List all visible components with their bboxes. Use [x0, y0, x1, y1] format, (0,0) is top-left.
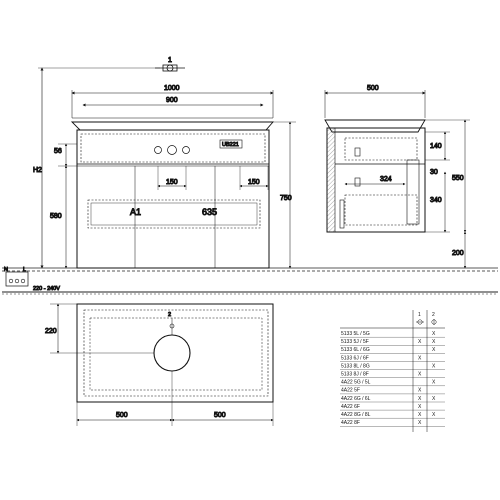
table-header-2-icon	[431, 319, 437, 325]
power-voltage-label: 220 - 240V	[33, 286, 60, 292]
front-view: 1 1000 900 UB221 A1 635 15	[33, 57, 296, 269]
plan-view: N L 220 - 240V 2 220 500 500	[4, 267, 274, 426]
floor-lines	[2, 267, 498, 295]
table-row-col2: X	[432, 380, 436, 386]
table-row-col2: X	[432, 339, 436, 345]
table-row-col1: X	[418, 412, 422, 418]
table-row-code: 5133 6L / 6G	[341, 347, 370, 353]
dim-a1: A1	[130, 207, 141, 217]
table-row-code: 4A22 6F	[341, 404, 360, 410]
table-row-col1: X	[418, 420, 422, 426]
side-dim-324: 324	[380, 176, 392, 183]
drain-label: 2	[168, 312, 171, 318]
table-row-code: 4A22 8G / 8L	[341, 412, 371, 418]
dim-750: 750	[280, 195, 292, 202]
table-row-col1: X	[418, 372, 422, 378]
table-header-2: 2	[432, 312, 435, 318]
plan-dim-220: 220	[45, 328, 57, 335]
plan-dim-500-left: 500	[116, 412, 128, 419]
side-dim-340: 340	[430, 197, 442, 204]
table-row-code: 4A22 6G / 6L	[341, 396, 371, 402]
side-dim-30: 30	[430, 169, 438, 176]
table-row-col1: X	[418, 396, 422, 402]
table-header-1-icon	[416, 319, 424, 325]
top-icon-label: 1	[168, 57, 172, 64]
table-row-col2: X	[432, 363, 436, 369]
table-header-1: 1	[418, 312, 421, 318]
dim-width-overall: 1000	[164, 85, 180, 92]
table-row-col2: X	[432, 331, 436, 337]
table-row-code: 5133 6J / 6F	[341, 355, 369, 361]
table-row-code: 4A22 8F	[341, 420, 360, 426]
side-dim-200: 200	[452, 250, 464, 257]
table-row-col2: X	[432, 412, 436, 418]
side-dim-140: 140	[430, 143, 442, 150]
power-socket-icon	[5, 271, 29, 287]
dim-h2: H2	[33, 167, 42, 174]
power-l-label: L	[23, 267, 26, 273]
dim-150-right: 150	[248, 179, 260, 186]
dim-635: 635	[202, 207, 217, 217]
side-view: 500 324 140 30 340 550 200	[324, 85, 470, 269]
table-row-col2: X	[432, 396, 436, 402]
dim-56: 56	[54, 148, 62, 155]
table-row-code: 4A22 5G / 5L	[341, 380, 371, 386]
table-row-code: 5133 8L / 8G	[341, 363, 370, 369]
table-row-code: 5133 8J / 8F	[341, 372, 369, 378]
side-dim-width: 500	[367, 85, 379, 92]
table-row-col1: X	[418, 339, 422, 345]
siphon-label: UB221	[222, 142, 239, 148]
table-row-col1: X	[418, 404, 422, 410]
dim-580: 580	[50, 213, 62, 220]
dim-width-inner: 900	[166, 97, 178, 104]
table-row-code: 5133 5J / 5F	[341, 339, 369, 345]
table-row-code: 5133 5L / 5G	[341, 331, 370, 337]
side-dim-550: 550	[452, 175, 464, 182]
plan-dim-500-right: 500	[214, 412, 226, 419]
table-row-col1: X	[418, 355, 422, 361]
table-row-col1: X	[418, 388, 422, 394]
dim-150-left: 150	[166, 179, 178, 186]
table-row-col2: X	[432, 347, 436, 353]
power-n-label: N	[4, 267, 8, 273]
table-row-code: 4A22 5F	[341, 388, 360, 394]
